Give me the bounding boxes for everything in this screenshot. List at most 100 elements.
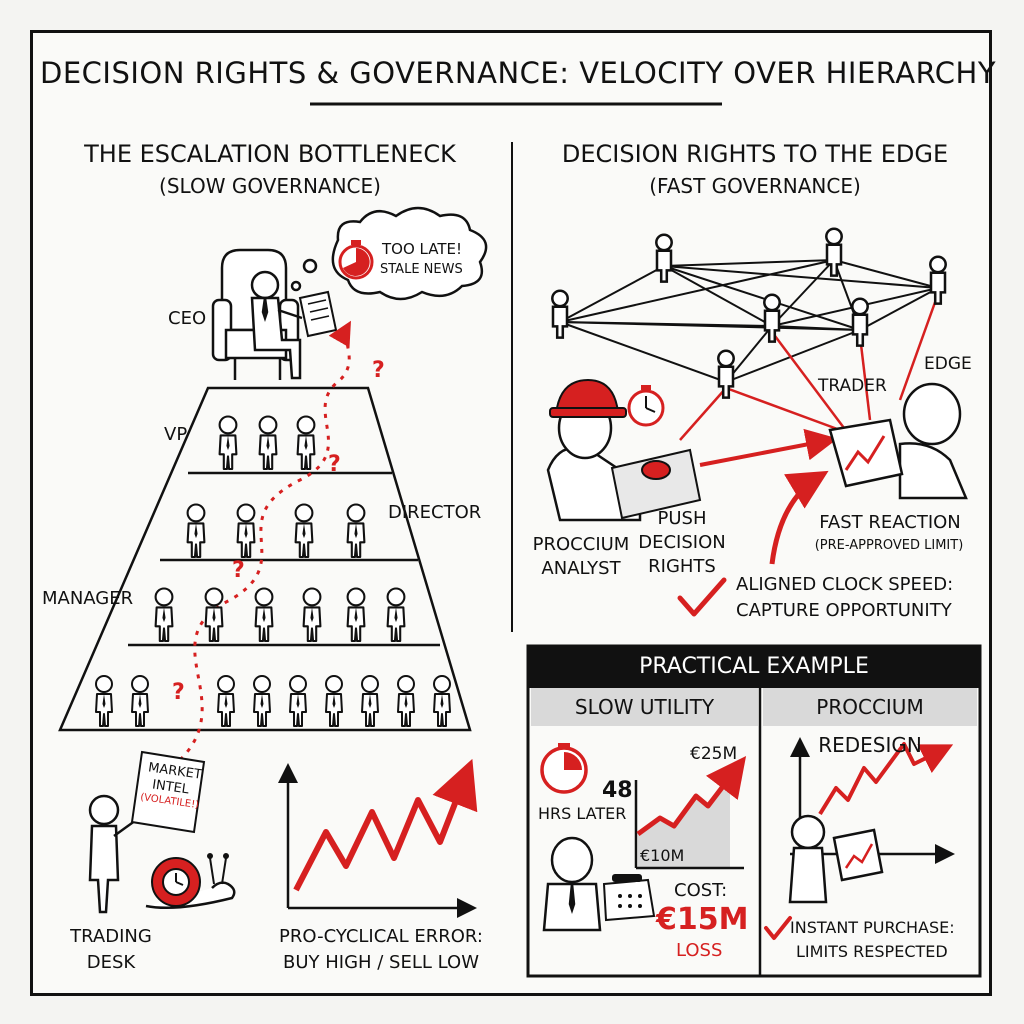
redesign-title: PROCCIUM REDESIGN <box>763 688 977 757</box>
network-edge <box>663 259 835 267</box>
network-edge <box>559 265 665 323</box>
analyst-label-1: PROCCIUM <box>532 534 630 555</box>
network-red-links <box>679 293 940 441</box>
left-heading: THE ESCALATION BOTTLENECK <box>84 140 456 168</box>
hours-value: 48 <box>602 778 633 803</box>
slow-chart-axes <box>634 780 744 870</box>
aligned-line-2: CAPTURE OPPORTUNITY <box>736 600 952 621</box>
push-label-3: RIGHTS <box>648 556 716 577</box>
error-chart-line <box>293 758 478 892</box>
employee-figure <box>204 587 224 643</box>
employee-figure <box>346 503 366 559</box>
network-edge <box>725 329 861 383</box>
employee-figure <box>131 675 149 727</box>
phone-icon <box>602 874 656 922</box>
network-red-link <box>858 335 872 421</box>
left-subheading: (SLOW GOVERNANCE) <box>159 174 381 198</box>
network-node <box>851 297 869 347</box>
network-edge <box>663 265 861 331</box>
stopwatch-icon <box>540 743 588 794</box>
network-edge <box>833 259 939 289</box>
employee-figure <box>258 415 278 471</box>
pyramid-people <box>95 415 451 727</box>
instant-line-2: LIMITS RESPECTED <box>796 942 948 961</box>
level-director: DIRECTOR <box>388 502 482 523</box>
trading-desk-label-1: TRADING <box>70 926 152 947</box>
instant-line-1: INSTANT PURCHASE: <box>790 918 955 937</box>
network-red-link <box>679 387 727 441</box>
phone-caller-figure <box>542 836 602 932</box>
question-mark: ? <box>328 452 341 477</box>
redesign-trader-figure <box>788 814 828 904</box>
error-chart-axes <box>278 763 477 918</box>
level-ceo: CEO <box>168 308 207 329</box>
thought-line-2: STALE NEWS <box>380 262 463 277</box>
snail-icon <box>145 853 236 910</box>
ceo-report <box>298 290 338 338</box>
right-subheading: (FAST GOVERNANCE) <box>649 174 861 198</box>
network-red-link <box>771 331 851 437</box>
employee-figure <box>217 675 235 727</box>
question-mark: ? <box>232 558 245 583</box>
network-edge <box>771 325 861 331</box>
aligned-line-1: ALIGNED CLOCK SPEED: <box>736 574 954 595</box>
push-rights-arrow <box>699 428 838 467</box>
example-header: PRACTICAL EXAMPLE <box>528 646 980 688</box>
page-title: DECISION RIGHTS & GOVERNANCE: VELOCITY O… <box>40 56 997 90</box>
thought-bubble <box>290 206 488 301</box>
network-edge <box>663 265 939 289</box>
trader-label: TRADER <box>818 376 887 396</box>
right-heading: DECISION RIGHTS TO THE EDGE <box>561 140 949 168</box>
network-edge <box>859 287 939 331</box>
red-button-icon <box>610 448 702 520</box>
employee-figure <box>236 503 256 559</box>
tablet-icon <box>832 828 884 882</box>
network-edge <box>559 259 835 323</box>
error-caption-2: BUY HIGH / SELL LOW <box>282 952 479 973</box>
employee-figure <box>253 675 271 727</box>
cost-value: €15M <box>656 902 749 937</box>
employee-figure <box>154 587 174 643</box>
employee-figure <box>302 587 322 643</box>
employee-figure <box>433 675 451 727</box>
slow-price-line <box>636 756 747 837</box>
pre-approved-label: (PRE-APPROVED LIMIT) <box>814 538 964 553</box>
network-node <box>929 255 947 305</box>
price-high: €25M <box>690 744 738 764</box>
network-edge <box>771 259 835 327</box>
network-edge <box>663 265 773 327</box>
network-node <box>763 293 781 343</box>
price-low: €10M <box>640 846 685 865</box>
thought-line-1: TOO LATE! <box>382 240 462 258</box>
analyst-label-2: ANALYST <box>541 558 621 579</box>
hard-hat-icon <box>549 378 627 418</box>
employee-figure <box>294 503 314 559</box>
level-manager: MANAGER <box>42 588 134 609</box>
network-edges <box>559 259 939 383</box>
fast-reaction-label: FAST REACTION <box>819 512 961 533</box>
network-red-link <box>898 293 940 401</box>
cost-label: COST: <box>674 880 728 901</box>
check-icon <box>677 577 727 617</box>
employee-figure <box>397 675 415 727</box>
hours-label: HRS LATER <box>538 804 627 823</box>
employee-figure <box>325 675 343 727</box>
error-caption-1: PRO-CYCLICAL ERROR: <box>279 926 483 947</box>
network-node <box>551 289 569 339</box>
slow-price-area <box>638 778 730 868</box>
fast-reaction-arrow <box>769 470 829 565</box>
employee-figure <box>296 415 316 471</box>
ceo-figure <box>250 270 303 380</box>
push-label-2: DECISION <box>638 532 726 553</box>
loss-label: LOSS <box>676 940 723 961</box>
question-mark: ? <box>172 680 185 705</box>
check-icon <box>764 916 792 940</box>
stopwatch-icon <box>338 240 374 280</box>
push-label-1: PUSH <box>657 508 707 529</box>
network-node <box>655 233 673 283</box>
trading-desk-label-2: DESK <box>86 952 136 973</box>
tablet-icon <box>828 418 904 488</box>
employee-figure <box>186 503 206 559</box>
hierarchy-pyramid <box>58 386 472 732</box>
edge-label: EDGE <box>924 354 972 374</box>
